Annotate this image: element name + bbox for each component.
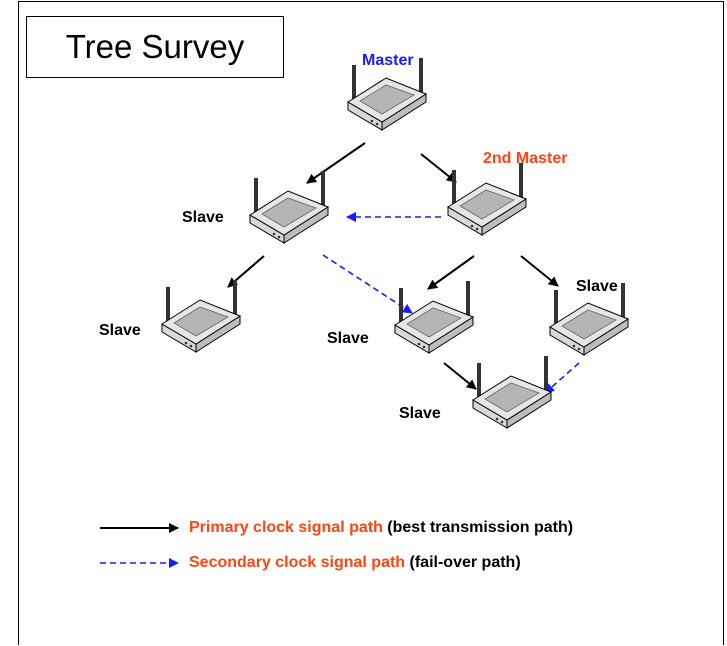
node-label-slave-5: Slave [399, 405, 441, 422]
edge-master-to-slave-1 [306, 142, 366, 184]
nodes-layer [161, 58, 630, 429]
master-icon [347, 58, 428, 131]
legend-secondary: Secondary clock signal path (fail-over p… [189, 554, 521, 572]
second-master-icon [447, 163, 528, 236]
slave-5-icon [472, 356, 553, 429]
edges-layer [227, 142, 580, 394]
node-label-second-master: 2nd Master [483, 150, 568, 167]
slave-3-icon [394, 281, 475, 354]
edge-slave-1-to-slave-3 [322, 254, 413, 314]
legend-primary-highlight: Primary clock signal path [189, 519, 383, 536]
diagram-frame [18, 1, 724, 645]
legend-secondary-rest: (fail-over path) [405, 554, 521, 571]
node-label-slave-1: Slave [182, 209, 224, 226]
edge-second-master-to-slave-4 [520, 255, 559, 287]
edge-second-master-to-slave-3 [427, 255, 475, 290]
diagram-title: Tree Survey [26, 16, 284, 78]
node-label-slave-2: Slave [99, 322, 141, 339]
edge-slave-3-to-slave-5 [443, 362, 477, 390]
slave-4-icon [549, 283, 630, 356]
node-label-slave-3: Slave [327, 330, 369, 347]
legend-secondary-highlight: Secondary clock signal path [189, 554, 406, 571]
edge-master-to-second-master [420, 153, 457, 183]
node-label-slave-4: Slave [576, 278, 618, 295]
legend-primary: Primary clock signal path (best transmis… [189, 519, 573, 537]
legend-primary-rest: (best transmission path) [382, 519, 574, 536]
slave-1-icon [249, 171, 330, 244]
slave-2-icon [161, 280, 242, 353]
edge-slave-4-to-slave-5 [544, 362, 580, 394]
legend-layer [100, 523, 179, 568]
node-label-master: Master [362, 52, 414, 69]
